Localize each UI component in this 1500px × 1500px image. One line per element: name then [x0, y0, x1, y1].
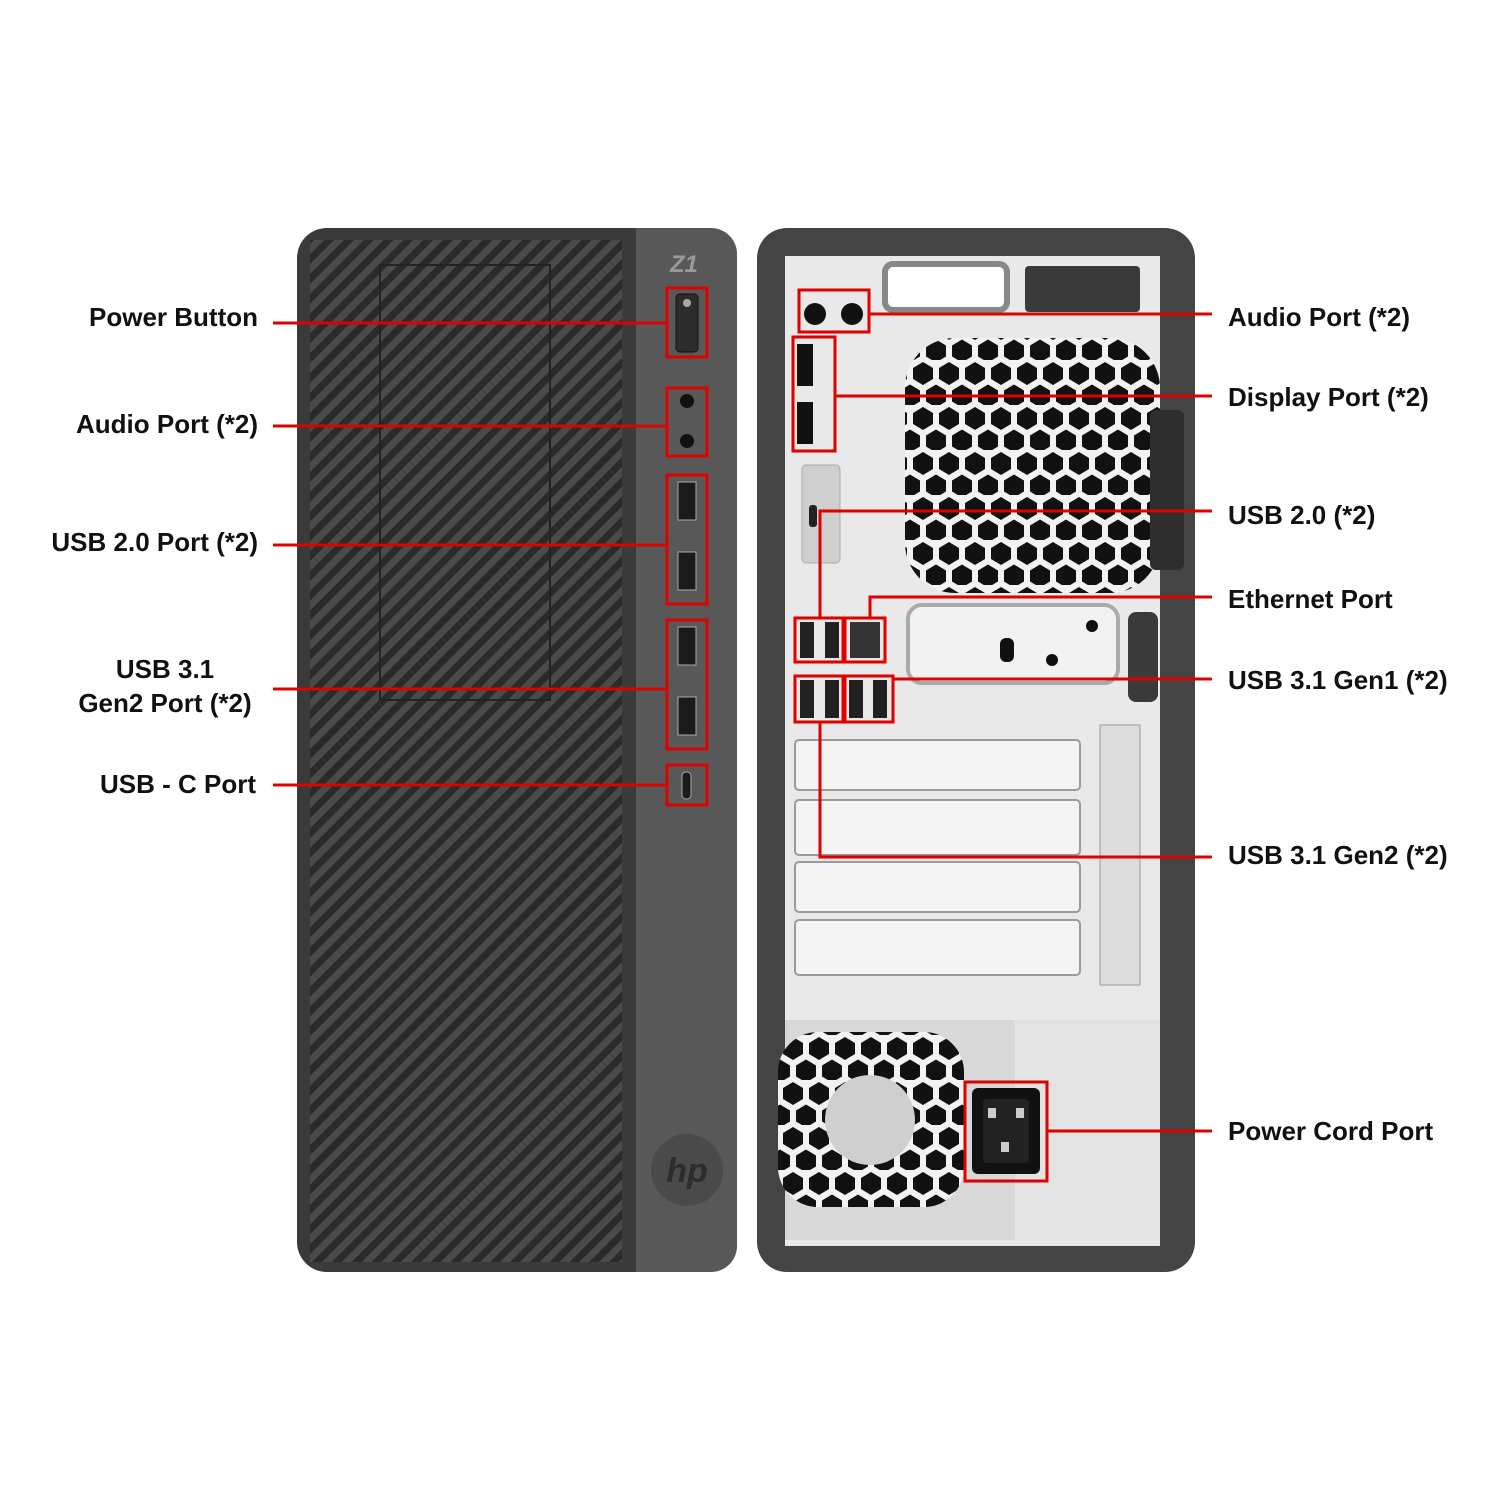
label-rear-ethernet: Ethernet Port	[1228, 584, 1393, 614]
front-audio-jack	[680, 434, 694, 448]
hp-logo	[651, 1134, 723, 1206]
expansion-slots	[794, 739, 1081, 976]
label-line: Gen2 Port (*2)	[78, 688, 252, 718]
label-rear-audio-port: Audio Port (*2)	[1228, 302, 1410, 332]
label-line: USB 3.1	[115, 654, 215, 684]
front-audio-jack	[680, 394, 694, 408]
power-button-graphic	[675, 293, 699, 353]
label-front-power-button: Power Button	[89, 302, 258, 332]
label-front-audio-port: Audio Port (*2)	[76, 409, 258, 439]
callout-lines	[273, 286, 1212, 1183]
front-tower: Z1 hp	[297, 228, 737, 1272]
svg-text:hp: hp	[666, 1152, 708, 1190]
label-rear-usb20: USB 2.0 (*2)	[1228, 500, 1376, 530]
label-front-usbc-port: USB - C Port	[100, 769, 256, 799]
label-rear-power-cord: Power Cord Port	[1228, 1116, 1434, 1146]
label-rear-usb31-gen2: USB 3.1 Gen2 (*2)	[1228, 840, 1448, 870]
label-front-usb20-port: USB 2.0 Port (*2)	[51, 527, 258, 557]
label-rear-usb31-gen1: USB 3.1 Gen1 (*2)	[1228, 665, 1448, 695]
rear-tower	[757, 228, 1195, 1272]
z1-logo: Z1	[669, 251, 698, 278]
label-rear-display-port: Display Port (*2)	[1228, 382, 1429, 412]
rear-fan-grille	[905, 338, 1160, 593]
label-front-usb31-gen2: USB 3.1 Gen2 Port (*2)	[60, 652, 270, 720]
